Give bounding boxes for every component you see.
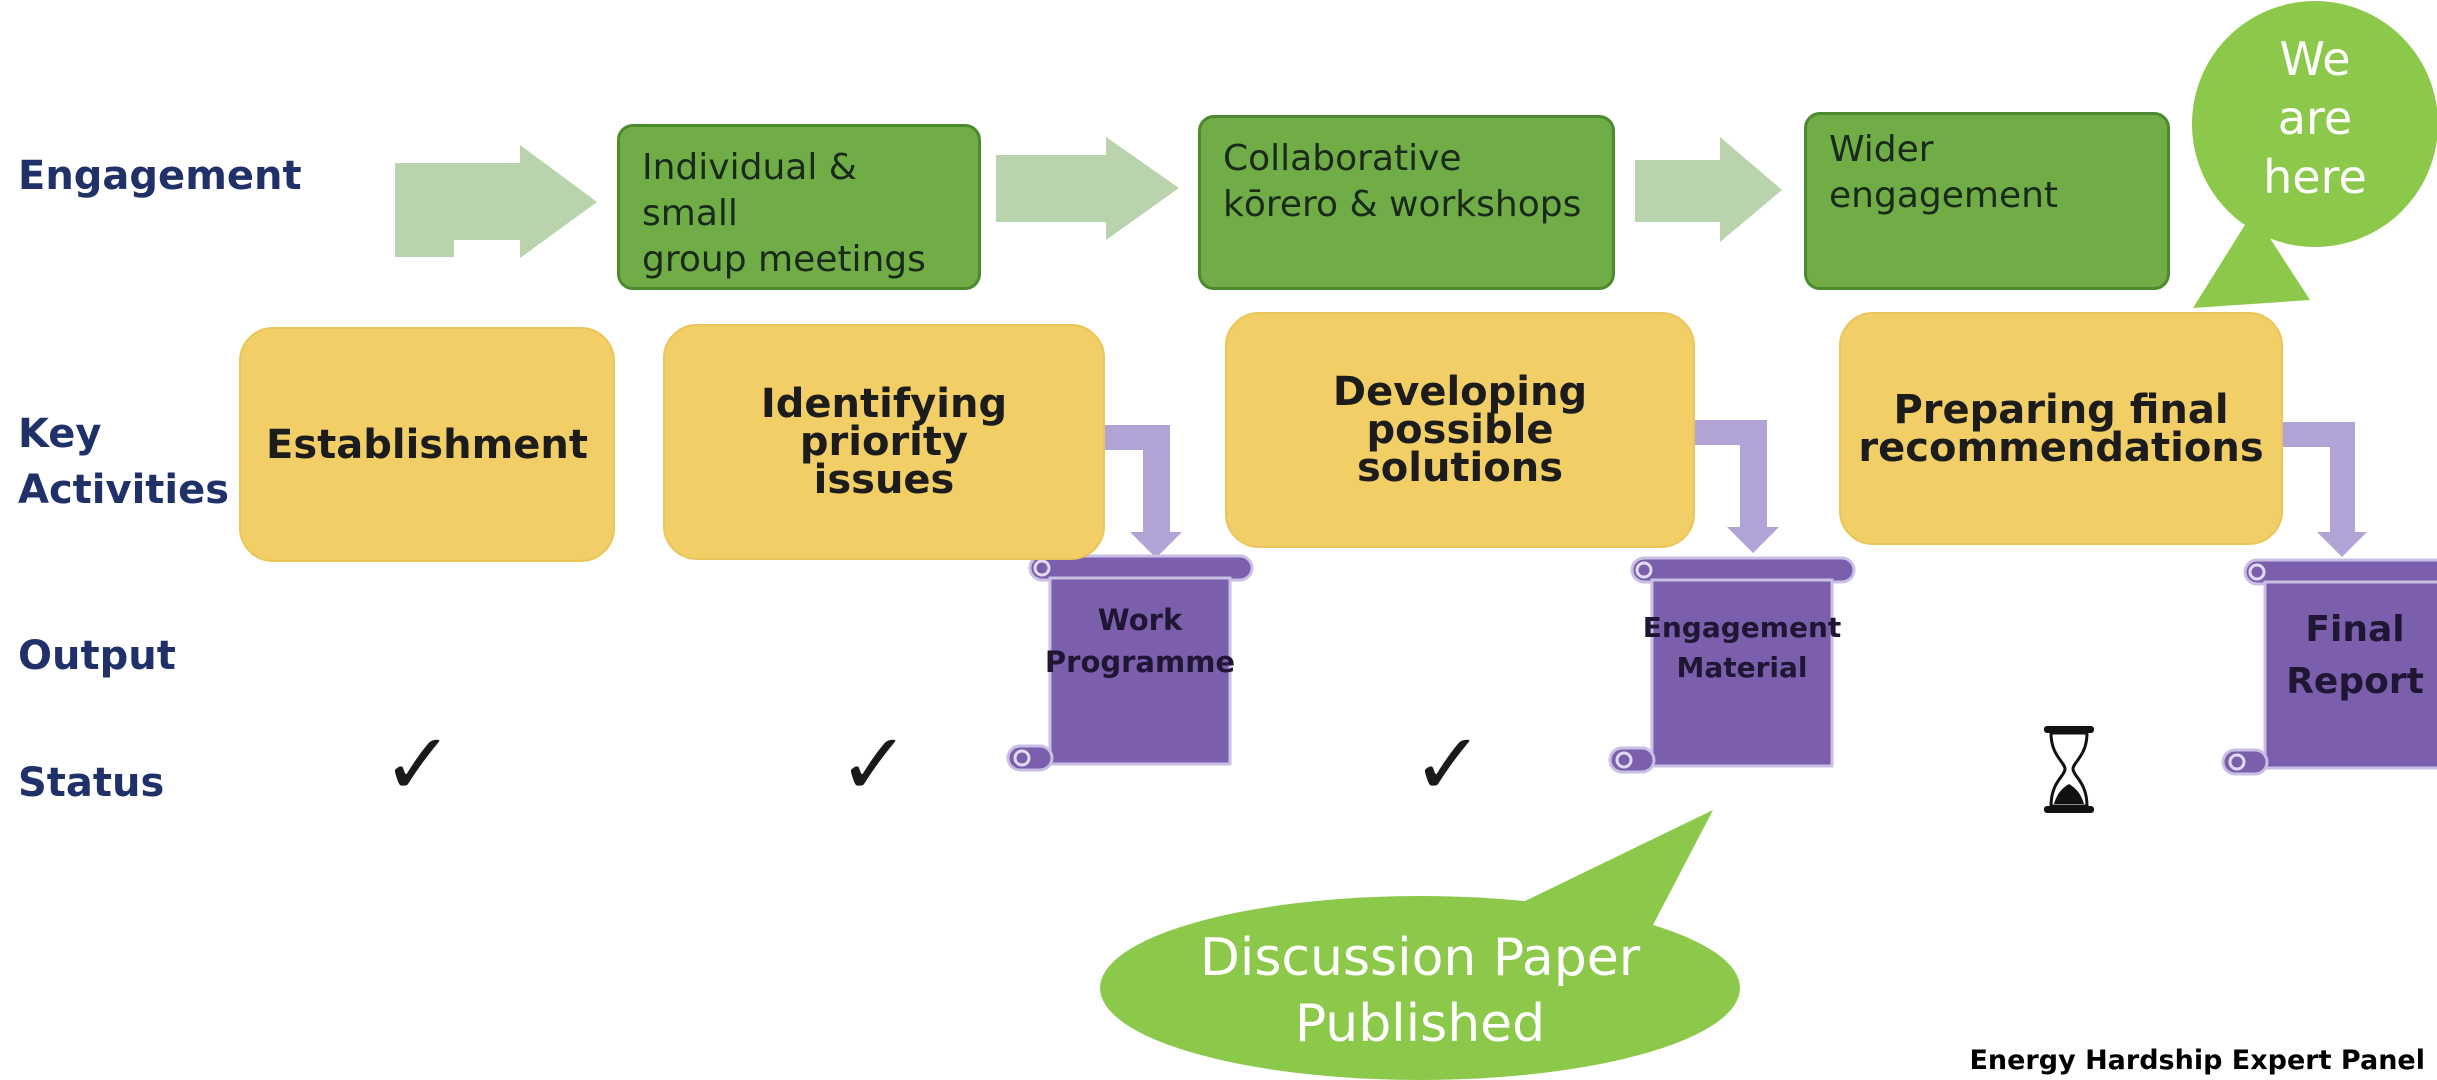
row-label-key-activities-line1: Key xyxy=(18,411,102,457)
output-2-line2: Material xyxy=(1676,651,1808,684)
we-are-here-line3: here xyxy=(2263,150,2367,204)
activity-4-line2: recommendations xyxy=(1858,424,2264,471)
row-label-output: Output xyxy=(18,633,176,679)
flow-arrow-3 xyxy=(1635,137,1782,242)
we-are-here-text: We are here xyxy=(2215,30,2415,207)
activity-establishment: Establishment xyxy=(239,327,615,562)
activity-2-line1: Identifying priority xyxy=(760,381,1008,465)
output-arrow-1 xyxy=(1103,425,1182,558)
flow-arrow-1 xyxy=(395,145,597,258)
output-engagement-material-label: Engagement Material xyxy=(1643,598,1842,698)
output-3-line2: Report xyxy=(2286,661,2424,702)
footer-panel-name: Energy Hardship Expert Panel xyxy=(1969,1045,2425,1076)
hourglass-icon xyxy=(2044,726,2094,813)
output-2-line1: Engagement xyxy=(1642,611,1842,644)
output-work-programme-label: Work Programme xyxy=(1045,586,1235,696)
output-3-line1: Final xyxy=(2305,609,2405,650)
engagement-step-1-line2: group meetings xyxy=(642,239,926,280)
discussion-paper-callout xyxy=(1100,810,1740,1080)
activity-3-line2: solutions xyxy=(1356,445,1564,491)
discussion-paper-text: Discussion Paper Published xyxy=(1150,925,1690,1057)
row-label-key-activities: Key Activities xyxy=(18,406,229,518)
engagement-step-3-line1: Wider xyxy=(1829,129,1934,170)
we-are-here-line2: are xyxy=(2277,91,2353,145)
output-arrow-3 xyxy=(2282,422,2367,557)
engagement-step-2-line1: Collaborative xyxy=(1223,138,1462,179)
activity-4-line1: Preparing final xyxy=(1893,386,2229,433)
we-are-here-callout xyxy=(2192,1,2437,308)
discussion-paper-line1: Discussion Paper xyxy=(1199,928,1641,988)
output-arrow-2 xyxy=(1692,420,1779,553)
activity-2-line2: issues xyxy=(813,457,955,503)
activity-3-line1: Developing possible xyxy=(1332,369,1588,453)
output-1-line1: Work xyxy=(1097,603,1183,637)
checkmark-icon: ✓ xyxy=(382,715,455,815)
activity-identifying-priority-issues: Identifying priority issues xyxy=(663,324,1105,560)
flow-arrow-2 xyxy=(996,137,1179,240)
row-label-status: Status xyxy=(18,760,165,806)
engagement-step-1-line1: Individual & small xyxy=(642,147,857,234)
activity-preparing-final-recommendations: Preparing final recommendations xyxy=(1839,312,2283,545)
row-label-engagement: Engagement xyxy=(18,153,302,199)
row-label-key-activities-line2: Activities xyxy=(18,467,230,513)
engagement-step-3-line2: engagement xyxy=(1829,175,2059,216)
activity-developing-possible-solutions: Developing possible solutions xyxy=(1225,312,1695,548)
we-are-here-line1: We xyxy=(2279,32,2351,86)
discussion-paper-line2: Published xyxy=(1294,994,1546,1054)
engagement-step-2-line2: kōrero & workshops xyxy=(1223,184,1582,225)
checkmark-icon: ✓ xyxy=(1412,715,1485,815)
output-1-line2: Programme xyxy=(1044,645,1236,679)
engagement-step-2: Collaborative kōrero & workshops xyxy=(1198,115,1615,290)
engagement-step-3: Wider engagement xyxy=(1804,112,2170,290)
output-final-report-label: Final Report xyxy=(2265,600,2437,712)
engagement-step-1: Individual & small group meetings xyxy=(617,124,981,290)
activity-1-line1: Establishment xyxy=(266,421,588,468)
checkmark-icon: ✓ xyxy=(838,715,911,815)
